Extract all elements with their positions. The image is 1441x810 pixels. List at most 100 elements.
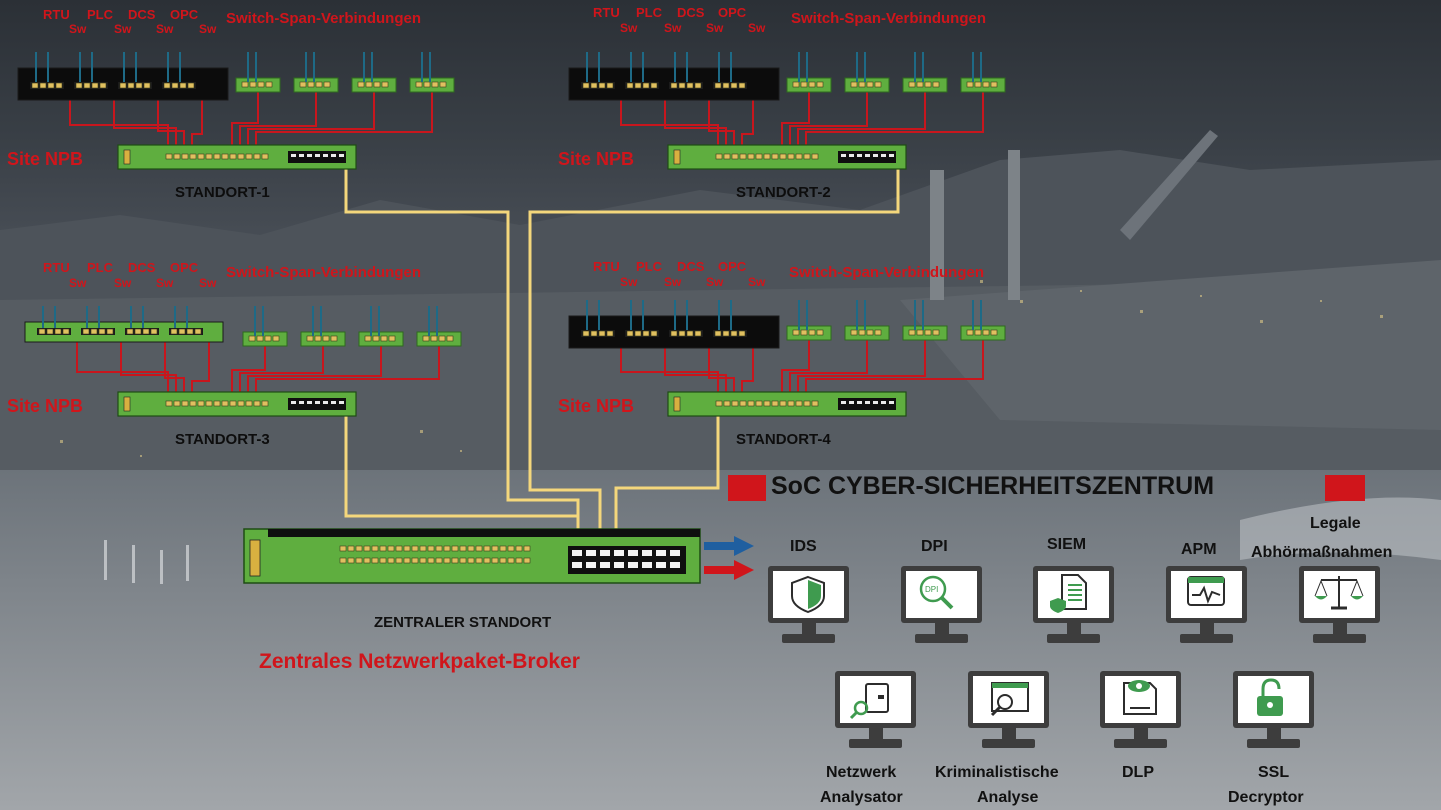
site4-name: STANDORT-4 [736,431,831,448]
uplink-port [865,401,870,404]
central-uplink-ports [568,546,686,574]
apm-label: APM [1181,541,1217,558]
ot-port [150,328,158,335]
npb-port [245,153,253,160]
ot-port [134,328,142,335]
ot-port [170,328,178,335]
site4-dcs-label: DCS [677,259,705,274]
siem-monitor [1033,566,1114,643]
span-port [966,329,974,336]
monitor-base [982,739,1035,748]
ot-port [91,82,99,89]
central-npb-top-bar [268,529,700,537]
npb-port [755,400,763,407]
central-npb-title: Zentrales Netzwerkpaket-Broker [259,650,580,673]
ot-port-group [669,82,703,89]
span-port [373,81,381,88]
central-uplink-port [586,562,596,568]
site4-sw-label: Sw [664,275,682,289]
span-port [415,81,423,88]
npb-port [213,153,221,160]
npb-port [763,400,771,407]
ot-to-npb-link [620,348,719,396]
monitor-neck [1200,623,1214,635]
npb-port [181,400,189,407]
central-uplink-port [628,562,638,568]
span-port [908,329,916,336]
ot-to-npb-link [620,100,719,149]
ot-port [83,82,91,89]
site3-plc-label: PLC [87,260,113,275]
site2-span-label: Switch-Span-Verbindungen [791,10,987,27]
span-port [866,81,874,88]
span-port [372,335,380,342]
uplink-port [299,154,304,157]
central-port [435,545,443,552]
forensic-label-2: Analyse [977,789,1039,806]
central-port [491,545,499,552]
span-to-npb-link [781,340,810,396]
ot-port [670,330,678,337]
span-port [932,81,940,88]
central-port [515,545,523,552]
central-port [371,545,379,552]
ot-port [606,82,614,89]
ot-port [642,82,650,89]
npb-port [731,400,739,407]
uplink-port [881,154,886,157]
ot-port [738,82,746,89]
npb-port [771,153,779,160]
monitor-neck [1333,623,1347,635]
span-port [299,81,307,88]
span-port [858,81,866,88]
span-port [322,335,330,342]
site4-fiber-link [614,415,720,545]
npb-port [213,400,221,407]
ot-port [186,328,194,335]
document-shield-icon [1050,598,1066,613]
site-devices [17,52,1006,417]
central-port [499,557,507,564]
site1-sw-label: Sw [114,22,132,36]
central-uplink-port [628,550,638,556]
span-port [866,329,874,336]
ot-to-npb-link [69,100,169,149]
span-port [916,329,924,336]
egress-arrow-red [704,560,754,580]
ot-port [738,330,746,337]
unlocked-padlock-icon [1261,678,1281,697]
ot-port [590,330,598,337]
site2-npb-label: Site NPB [558,149,635,169]
uplink-port [841,401,846,404]
dpi-label: DPI [921,538,948,555]
central-uplink-port [572,562,582,568]
soc-title: SoC CYBER-SICHERHEITSZENTRUM [771,472,1215,500]
uplink-port [339,401,344,404]
shield-icon [791,575,825,614]
site1-dcs-label: DCS [128,7,156,22]
npb-port [795,153,803,160]
central-port [491,557,499,564]
ot-to-npb-link [741,348,754,396]
ot-port [54,328,62,335]
central-port [443,557,451,564]
span-to-npb-link [239,346,324,396]
ot-port [598,82,606,89]
central-port [387,557,395,564]
ot-port [686,82,694,89]
span-to-npb-link [805,340,984,396]
monitor-screen [906,571,977,618]
npb-port [787,400,795,407]
ot-port-group [581,82,615,89]
span-port [908,81,916,88]
uplink-port [323,401,328,404]
span-port [990,81,998,88]
monitor-base [782,634,835,643]
ot-port [82,328,90,335]
uplink-port [857,154,862,157]
site3-rtu-label: RTU [43,260,70,275]
pulse-monitor-icon [1192,585,1221,604]
uplink-port [841,154,846,157]
central-port [355,545,363,552]
